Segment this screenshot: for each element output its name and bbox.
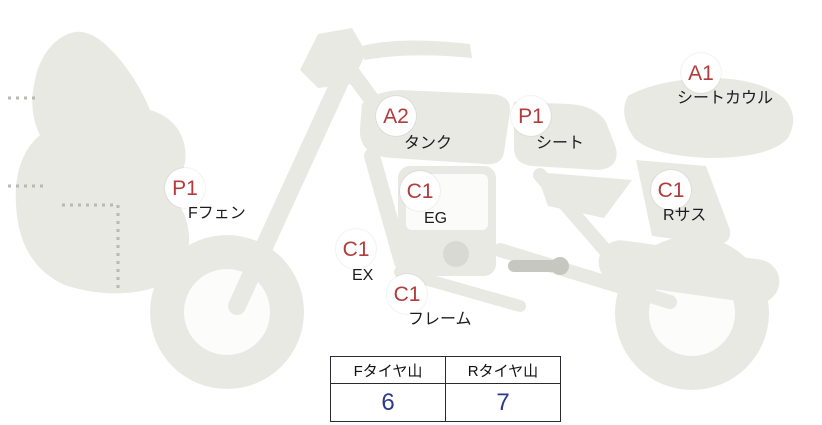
tire-tread-table: Fタイヤ山 Rタイヤ山 6 7 <box>330 356 561 422</box>
marker-label-tank: タンク <box>404 135 453 152</box>
marker-rear-suspension: C1 <box>651 170 691 210</box>
marker-code: P1 <box>518 104 544 128</box>
tire-table-header-rear: Rタイヤ山 <box>445 356 561 384</box>
marker-code: A2 <box>383 104 409 128</box>
tire-table-value-rear: 7 <box>445 383 561 422</box>
marker-code: A1 <box>688 61 714 85</box>
marker-label-rear-suspension: Rサス <box>663 207 707 224</box>
marker-seat-cowl: A1 <box>681 53 721 93</box>
marker-label-seat: シート <box>536 135 585 152</box>
marker-code: P1 <box>172 176 198 200</box>
marker-label-engine: EG <box>424 210 448 227</box>
marker-seat: P1 <box>511 96 551 136</box>
marker-label-front-fender: Fフェン <box>188 205 246 222</box>
marker-code: C1 <box>657 178 685 202</box>
tire-table-value-front: 6 <box>330 383 446 422</box>
marker-frame: C1 <box>387 274 427 314</box>
marker-label-frame: フレーム <box>408 311 472 328</box>
kick-lever <box>508 257 569 275</box>
marker-code: C1 <box>406 179 434 203</box>
marker-code: C1 <box>393 282 421 306</box>
side-cover <box>536 172 632 218</box>
marker-label-seat-cowl: シートカウル <box>677 90 774 107</box>
cables <box>362 40 472 60</box>
muffler <box>598 240 780 304</box>
handlebar <box>300 28 366 88</box>
marker-exhaust: C1 <box>336 229 376 269</box>
marker-front-fender: P1 <box>165 168 205 208</box>
marker-label-exhaust: EX <box>352 267 374 284</box>
fairing-dotted-lines <box>8 96 120 290</box>
front-fairing <box>15 31 190 294</box>
rear-cowl-shape <box>624 77 794 158</box>
marker-engine: C1 <box>400 171 440 211</box>
marker-code: C1 <box>342 237 370 261</box>
tire-table-header-front: Fタイヤ山 <box>330 356 446 384</box>
marker-tank: A2 <box>376 96 416 136</box>
